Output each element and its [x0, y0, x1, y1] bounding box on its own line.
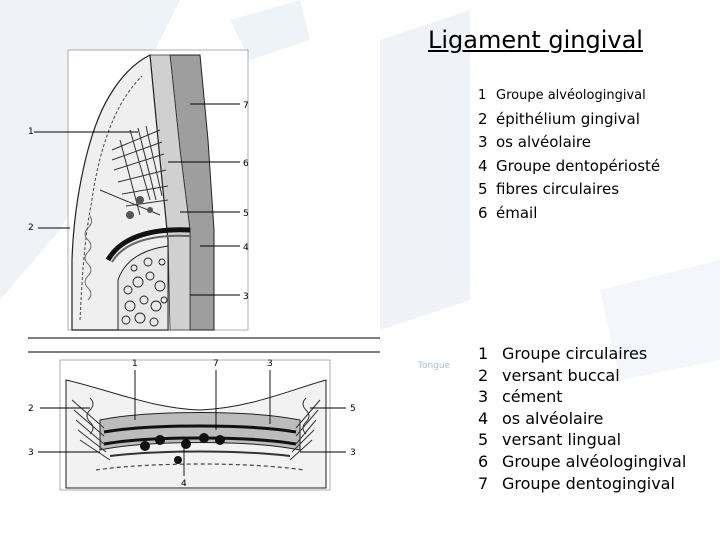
legend-bottom-item: 5 versant lingual — [478, 429, 686, 451]
legend-bottom-item: 7 Groupe dentogingival — [478, 473, 686, 495]
bottom-label-3-top: 3 — [267, 359, 273, 369]
legend-number: 2 — [478, 365, 489, 385]
tongue-watermark-text: Tongue — [417, 361, 451, 371]
bottom-label-2: 2 — [28, 404, 34, 414]
top-label-5: 5 — [243, 209, 249, 219]
legend-number: 6 — [478, 203, 488, 222]
legend-number: 3 — [478, 133, 488, 151]
top-figure: 7 1 6 5 2 4 3 — [28, 49, 249, 331]
legend-number: 5 — [478, 430, 489, 450]
legend-top: 1 Groupe alvéologingival 2 épithélium ging… — [478, 84, 660, 225]
bottom-label-5: 5 — [350, 404, 356, 414]
legend-text: fibres circulaires — [496, 180, 620, 198]
bottom-figure: 1 7 3 2 5 3 3 4 — [28, 359, 356, 491]
top-label-4: 4 — [243, 243, 249, 253]
bottom-label-4: 4 — [181, 479, 187, 489]
legend-top-item: 3 os alvéolaire — [478, 131, 660, 155]
legend-text: émail — [496, 203, 538, 222]
legend-text: versant lingual — [502, 430, 622, 450]
legend-top-item: 2 épithélium gingival — [478, 108, 660, 132]
legend-number: 5 — [478, 180, 488, 198]
legend-number: 6 — [478, 451, 489, 471]
legend-top-item: 5 fibres circulaires — [478, 178, 660, 202]
legend-text: épithélium gingival — [496, 109, 640, 128]
top-label-3: 3 — [243, 292, 249, 302]
slide-title: Ligament gingival — [428, 26, 643, 54]
legend-text: Groupe dentogingival — [502, 473, 675, 493]
legend-top-item: 6 émail — [478, 202, 660, 226]
legend-number: 1 — [478, 88, 487, 103]
legend-text: os alvéolaire — [502, 408, 604, 428]
legend-text: versant buccal — [502, 365, 620, 385]
top-label-1: 1 — [28, 127, 34, 137]
legend-bottom-item: 6 Groupe alvéologingival — [478, 451, 686, 473]
legend-bottom-item: 3 cément — [478, 386, 686, 408]
legend-text: Groupe alvéologingival — [496, 88, 646, 103]
legend-text: Groupe dentopériosté — [496, 156, 661, 175]
legend-number: 2 — [478, 109, 488, 128]
bottom-label-3-right: 3 — [350, 448, 356, 458]
legend-number: 3 — [478, 387, 489, 407]
bottom-label-1: 1 — [132, 359, 138, 369]
top-label-7: 7 — [243, 101, 249, 111]
bottom-label-7: 7 — [213, 359, 219, 369]
top-label-2: 2 — [28, 223, 34, 233]
legend-top-item: 1 Groupe alvéologingival — [478, 84, 660, 108]
legend-text: os alvéolaire — [496, 133, 591, 151]
legend-number: 1 — [478, 344, 489, 363]
legend-text: Groupe circulaires — [502, 344, 648, 363]
legend-text: Groupe alvéologingival — [502, 451, 687, 471]
bottom-label-3-left: 3 — [28, 448, 34, 458]
top-label-6: 6 — [243, 159, 249, 169]
legend-bottom-item: 2 versant buccal — [478, 365, 686, 387]
legend-number: 4 — [478, 156, 488, 175]
legend-bottom-item: 1 Groupe circulaires — [478, 343, 686, 365]
legend-bottom-item: 4 os alvéolaire — [478, 408, 686, 430]
legend-top-item: 4 Groupe dentopériosté — [478, 155, 660, 179]
legend-bottom: 1 Groupe circulaires 2 versant buccal 3 cém… — [478, 343, 686, 494]
legend-number: 7 — [478, 473, 489, 493]
legend-text: cément — [502, 387, 563, 407]
legend-number: 4 — [478, 408, 489, 428]
